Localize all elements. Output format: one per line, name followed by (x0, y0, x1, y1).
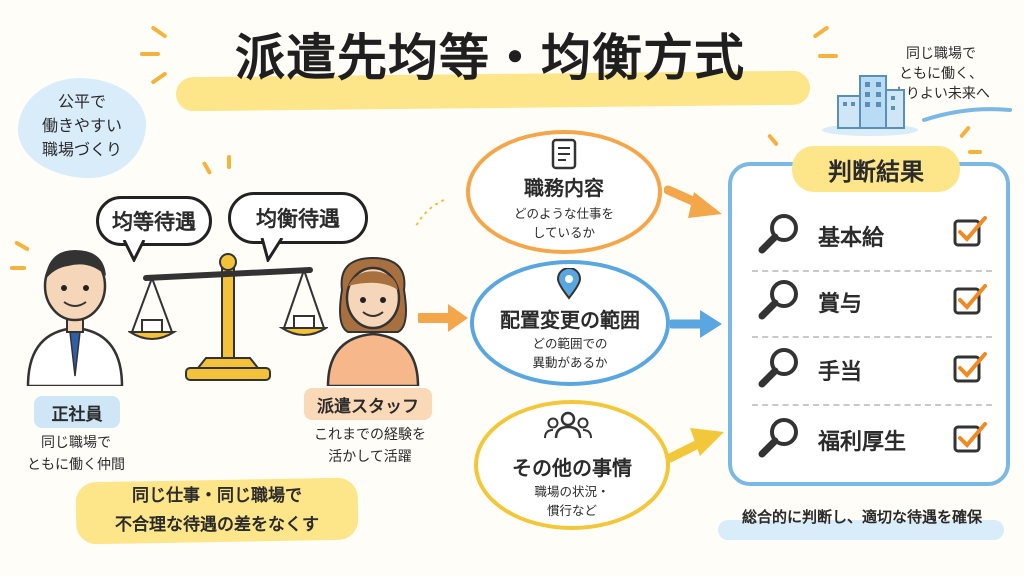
arrow-right-icon (418, 304, 468, 332)
sparkle-mark (415, 199, 445, 227)
note-line: よりよい未来へ (892, 86, 990, 102)
dispatch-staff-label: 派遣スタッフ (304, 388, 432, 420)
desc-line: 活かして活躍 (328, 449, 412, 465)
note-line: 働きやすい (41, 116, 122, 135)
regular-employee-label: 正社員 (34, 396, 120, 428)
sparkle-mark (150, 25, 168, 39)
desc-line: ともに働く仲間 (27, 457, 125, 473)
row-divider (752, 336, 992, 338)
bubble-equal-treatment: 均等待遇 (96, 196, 212, 246)
desc-line: 職場の状況・ (534, 484, 610, 499)
row-divider (752, 270, 992, 272)
dispatch-staff-desc: これまでの経験を 活かして活躍 (290, 424, 450, 468)
result-footer-message: 総合的に判断し、適切な待遇を確保 (741, 508, 982, 526)
document-icon (551, 138, 577, 170)
arrow-right-icon (666, 428, 724, 463)
bottom-message: 同じ仕事・同じ職場で 不合理な待遇の差をなくす (76, 482, 358, 540)
note-blob (18, 78, 146, 178)
bubble-tail (122, 240, 146, 262)
message-line: 同じ仕事・同じ職場で (132, 486, 302, 506)
factor-other-circumstances-desc: 職場の状況・ 慣行など (474, 482, 670, 520)
sparkle-mark (10, 266, 26, 270)
factor-other-circumstances-title: その他の事情 (512, 456, 632, 480)
magnifier-icon (758, 348, 798, 388)
result-panel-title: 判断結果 (792, 146, 960, 192)
row-divider (752, 404, 992, 406)
regular-employee-figure (26, 250, 124, 386)
desc-line: どのような仕事を (513, 206, 614, 221)
sparkle-mark (140, 52, 160, 56)
arrow-right-icon (664, 185, 722, 218)
result-item-base-salary: 基本給 (818, 226, 885, 251)
sparkle-mark (812, 25, 830, 39)
note-top-left: 公平で 働きやすい 職場づくり (18, 90, 146, 162)
swoosh-mark (922, 107, 1012, 122)
page-title: 派遣先均等・均衡方式 (235, 29, 745, 87)
note-top-right: 同じ職場で ともに働く、 よりよい未来へ (866, 44, 1016, 104)
checkbox-checked-icon (953, 216, 987, 247)
message-line: 不合理な待遇の差をなくす (115, 515, 319, 535)
factor-job-content-title: 職務内容 (524, 176, 604, 200)
checkbox-checked-icon (953, 352, 987, 383)
sparkle-mark (818, 54, 838, 58)
note-line: ともに働く、 (899, 66, 983, 82)
result-item-welfare: 福利厚生 (818, 430, 907, 455)
desc-line: 同じ職場で (41, 435, 111, 451)
building-icon (822, 75, 918, 136)
bubble-balanced-treatment: 均衡待遇 (228, 192, 368, 244)
sparkle-mark (958, 125, 972, 139)
magnifier-icon (758, 214, 798, 254)
people-icon (544, 411, 592, 439)
factor-relocation-scope-title: 配置変更の範囲 (500, 308, 640, 332)
dispatch-staff-figure (326, 256, 420, 386)
result-item-allowance: 手当 (818, 360, 863, 385)
magnifier-icon (758, 280, 798, 320)
sparkle-mark (227, 155, 231, 169)
factor-relocation-scope-desc: どの範囲での 異動があるか (470, 334, 670, 372)
result-item-bonus: 賞与 (818, 292, 863, 317)
note-line: 同じ職場で (906, 46, 976, 62)
desc-line: 異動があるか (532, 355, 608, 370)
arrow-right-icon (670, 310, 722, 338)
desc-line: これまでの経験を (314, 427, 426, 443)
balance-scale-icon (128, 253, 328, 381)
bubble-tail (260, 238, 284, 262)
checkbox-checked-icon (953, 284, 987, 315)
desc-line: しているか (532, 225, 596, 240)
location-pin-icon (556, 268, 582, 300)
note-line: 職場づくり (41, 140, 122, 159)
checkbox-checked-icon (953, 422, 987, 453)
desc-line: どの範囲での (532, 336, 608, 351)
footer-highlight (718, 520, 1004, 540)
sparkle-mark (150, 71, 168, 85)
factor-job-content-desc: どのような仕事を しているか (466, 204, 662, 242)
sparkle-mark (968, 150, 982, 154)
regular-employee-desc: 同じ職場で ともに働く仲間 (6, 432, 146, 476)
note-line: 公平で (57, 92, 106, 111)
magnifier-icon (758, 418, 798, 458)
sparkle-mark (201, 160, 213, 176)
sparkle-mark (766, 133, 780, 147)
desc-line: 慣行など (546, 503, 597, 518)
